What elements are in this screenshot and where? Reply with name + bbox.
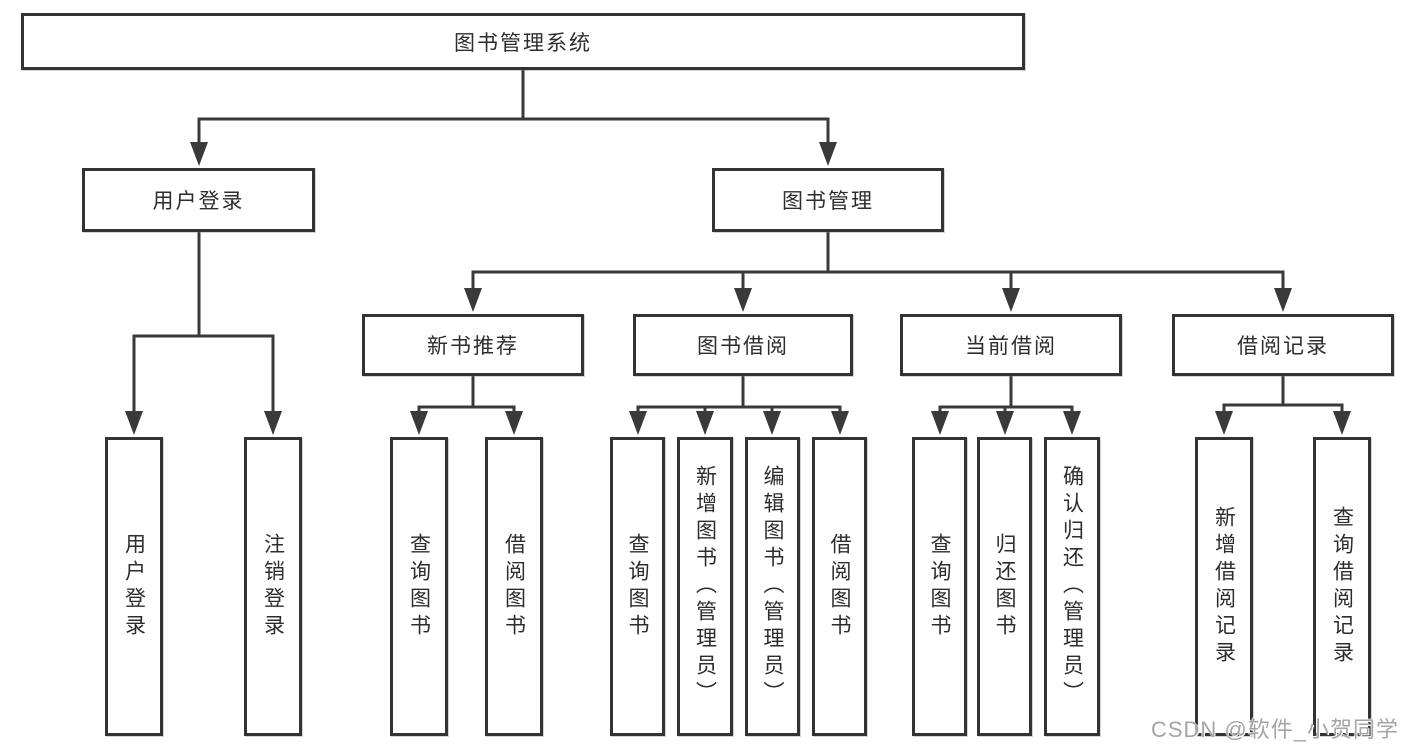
node-label: 图书借阅 [697,335,789,358]
leaf-return-books: 归还图书 [977,437,1032,736]
node-label: 查询图书 [626,532,649,641]
node-label: 归还图书 [993,532,1016,641]
leaf-query-borrow-record: 查询借阅记录 [1313,437,1371,736]
node-label: 图书管理系统 [454,31,592,55]
leaf-add-books-admin: 新增图书（管理员） [677,437,733,736]
node-label: 当前借阅 [965,335,1057,358]
node-label: 新增借阅记录 [1212,505,1236,668]
connector-paths [132,70,1344,418]
node-label: 编辑图书（管理员） [761,465,784,708]
node-label: 查询借阅记录 [1330,505,1354,668]
leaf-borrow-books: 借阅图书 [812,437,867,736]
node-label: 图书管理 [782,190,874,213]
node-label: 借阅图书 [828,532,851,641]
leaf-edit-books-admin: 编辑图书（管理员） [745,437,800,736]
node-label: 注销登录 [261,532,285,641]
node-label: 借阅图书 [502,532,526,641]
watermark: CSDN @软件_小贺同学 [1150,717,1399,742]
leaf-query-books-current: 查询图书 [912,437,967,736]
node-book-borrowing: 图书借阅 [633,314,853,376]
node-label: 借阅记录 [1237,335,1329,358]
node-label: 用户登录 [152,190,245,213]
node-label: 确认归还（管理员） [1060,465,1084,708]
node-label: 新书推荐 [427,335,519,358]
connector-arrowheads [125,142,1351,435]
leaf-confirm-return-admin: 确认归还（管理员） [1044,437,1100,736]
leaf-add-borrow-record: 新增借阅记录 [1195,437,1253,736]
node-user-login: 用户登录 [82,168,315,232]
node-label: 查询图书 [928,532,951,641]
node-label: 用户登录 [122,532,146,641]
node-label: 查询图书 [407,532,431,641]
node-new-book-recommendation: 新书推荐 [362,314,584,376]
node-current-borrowing: 当前借阅 [900,314,1122,376]
leaf-logout: 注销登录 [244,437,302,736]
node-library-management-system: 图书管理系统 [21,13,1025,70]
node-borrowing-records: 借阅记录 [1172,314,1394,376]
node-book-management: 图书管理 [712,168,944,232]
node-label: 新增图书（管理员） [693,465,717,708]
leaf-borrow-books-recommend: 借阅图书 [485,437,543,736]
leaf-query-books-borrow: 查询图书 [610,437,665,736]
leaf-user-login: 用户登录 [105,437,163,736]
leaf-query-books-recommend: 查询图书 [390,437,448,736]
